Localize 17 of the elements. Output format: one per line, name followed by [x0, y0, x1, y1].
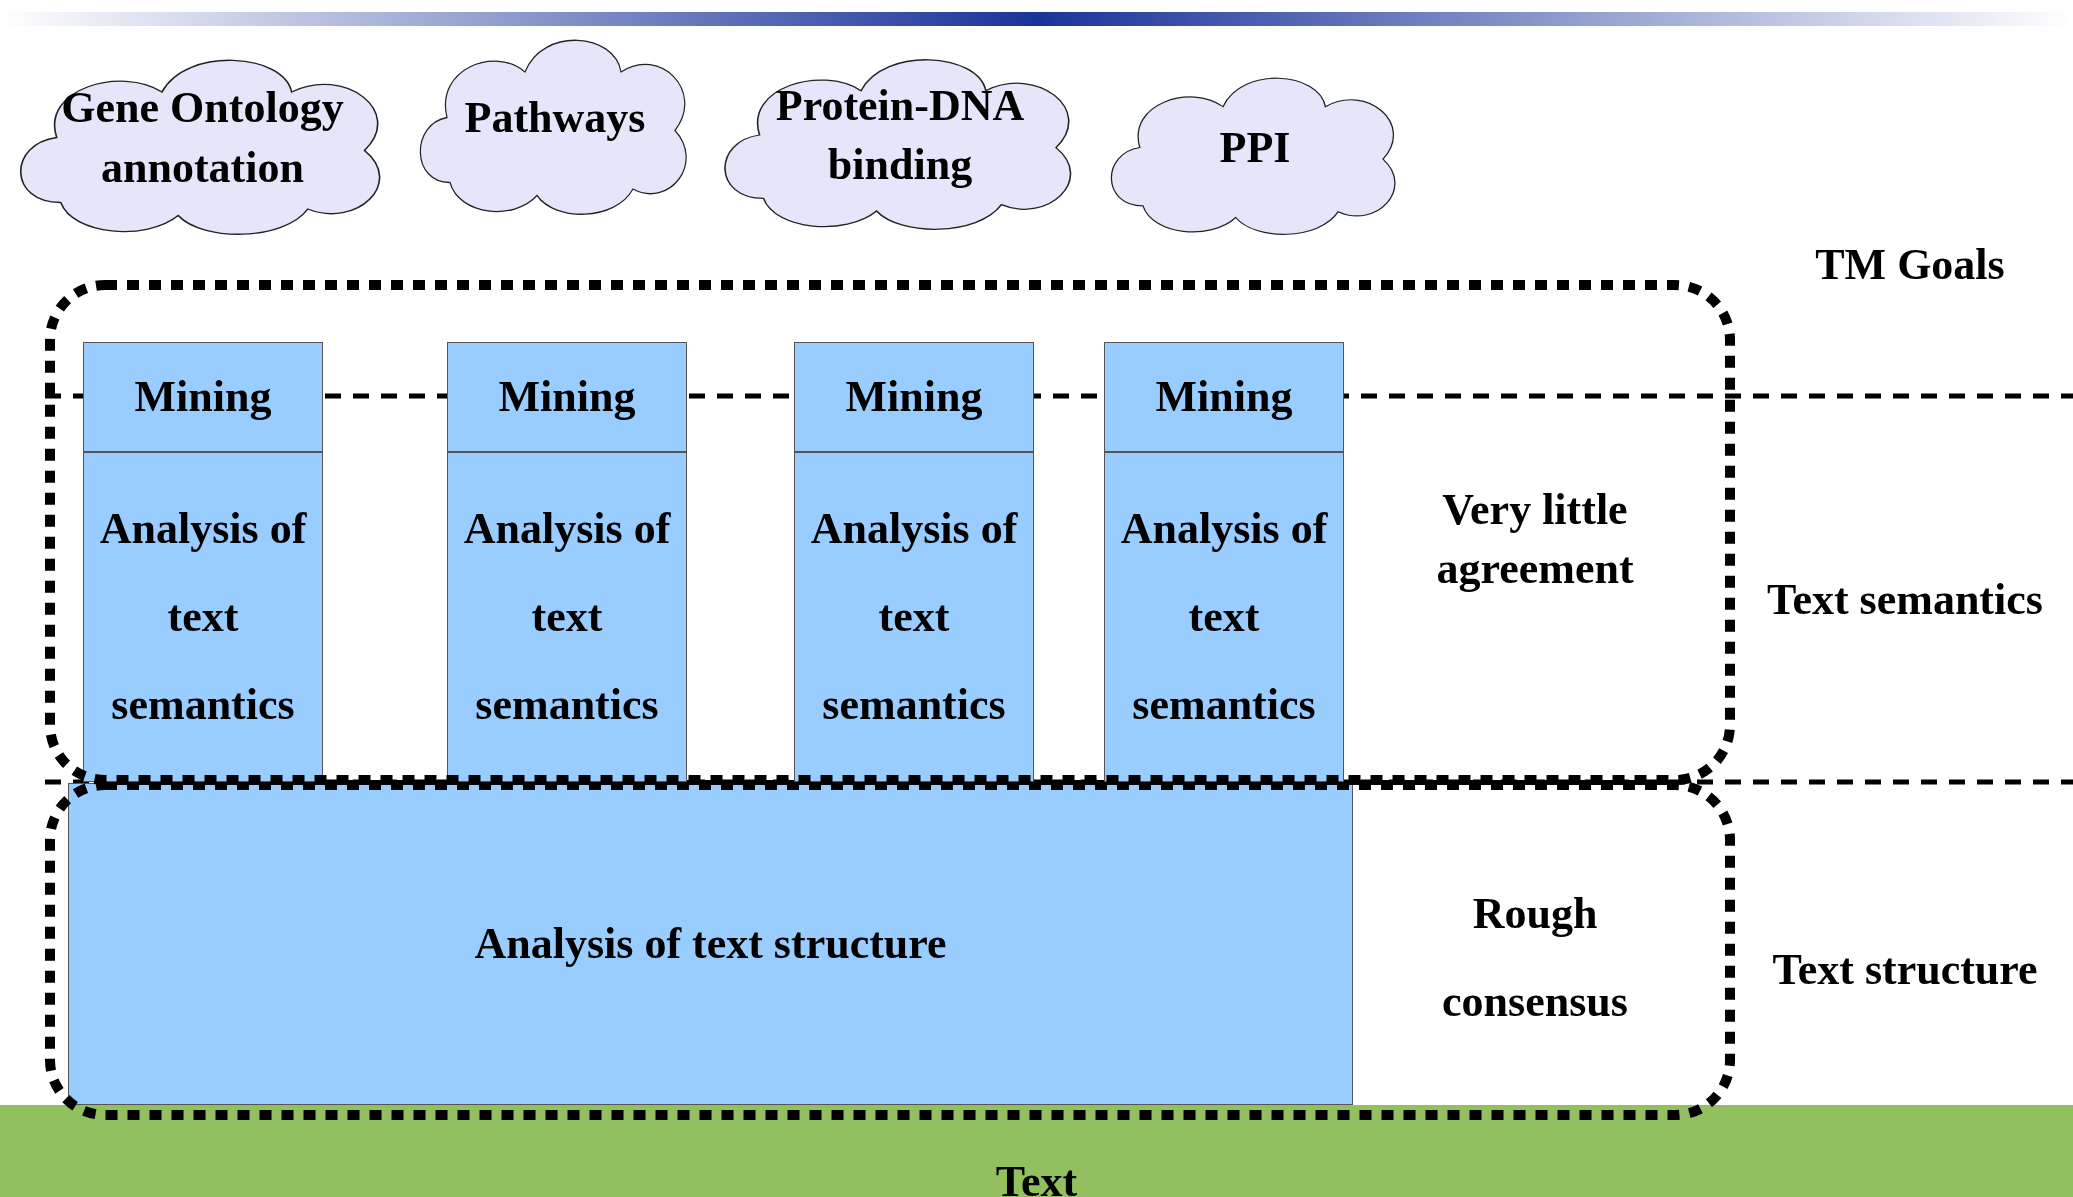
- side-heading: TM Goals: [1814, 239, 2006, 291]
- note-text: Rough consensus: [1441, 888, 1629, 1028]
- dotted-region: [45, 280, 1735, 785]
- analysis-box: Analysis of text semantics: [447, 452, 687, 782]
- side-heading: Text structure: [1771, 944, 2039, 996]
- side-heading: Text semantics: [1766, 574, 2044, 626]
- analysis-box: Analysis of text structure: [68, 783, 1353, 1105]
- note-text: Very little agreement: [1435, 484, 1635, 596]
- analysis-box: Analysis of text semantics: [83, 452, 323, 782]
- ground-band: Text: [0, 1105, 2073, 1197]
- dotted-region: [45, 780, 1735, 1120]
- mining-box: Mining: [447, 342, 687, 452]
- mining-box: Mining: [794, 342, 1034, 452]
- analysis-box: Analysis of text semantics: [1104, 452, 1344, 782]
- analysis-box: Analysis of text semantics: [794, 452, 1034, 782]
- mining-box: Mining: [83, 342, 323, 452]
- mining-box: Mining: [1104, 342, 1344, 452]
